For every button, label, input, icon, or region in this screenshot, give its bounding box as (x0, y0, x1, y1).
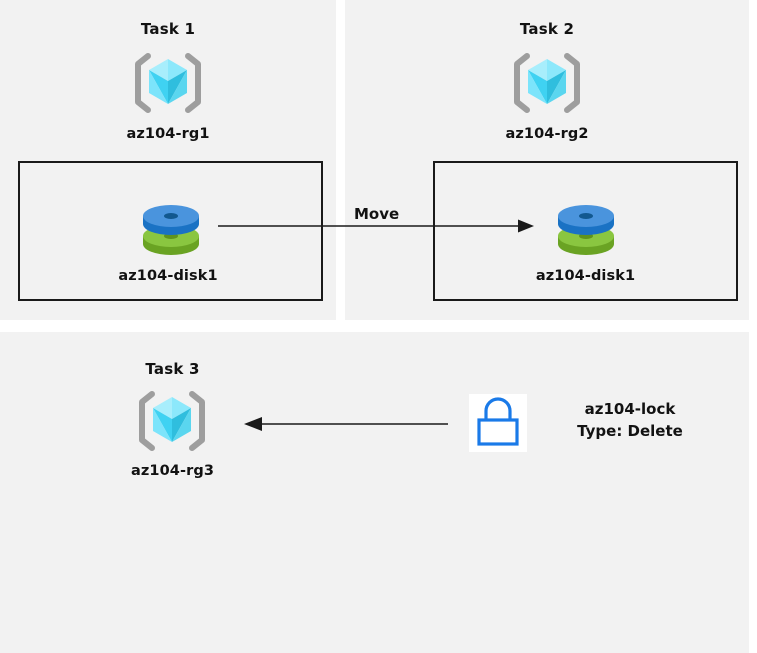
lock-type-label: Type: Delete (577, 422, 683, 440)
managed-disk-icon (134, 196, 208, 262)
managed-disk-icon (549, 196, 623, 262)
panel-task-3: Task 3 az104-rg3 (0, 332, 749, 653)
task-1-title: Task 1 (140, 20, 196, 38)
move-arrow (218, 219, 534, 233)
resource-group-cube-icon (132, 50, 204, 116)
resource-group-label-task2: az104-rg2 (505, 126, 589, 142)
resource-group-cube-icon (136, 388, 208, 454)
task-2-title: Task 2 (519, 20, 575, 38)
panel-task-1: Task 1 az104-rg1 (0, 0, 336, 320)
resource-group-label-task3: az104-rg3 (130, 463, 215, 479)
move-arrow-label: Move (354, 205, 400, 223)
resource-label-task1: az104-disk1 (118, 268, 218, 284)
resource-group-cube-icon (511, 50, 583, 116)
resource-label-task2: az104-disk1 (535, 268, 636, 284)
panel-task-2: Task 2 az104-rg2 (345, 0, 749, 320)
padlock-icon (469, 394, 527, 452)
resource-group-label-task1: az104-rg1 (126, 126, 210, 142)
task-3-title: Task 3 (145, 360, 200, 378)
lock-name-label: az104-lock (584, 400, 676, 418)
lock-arrow (244, 417, 448, 431)
